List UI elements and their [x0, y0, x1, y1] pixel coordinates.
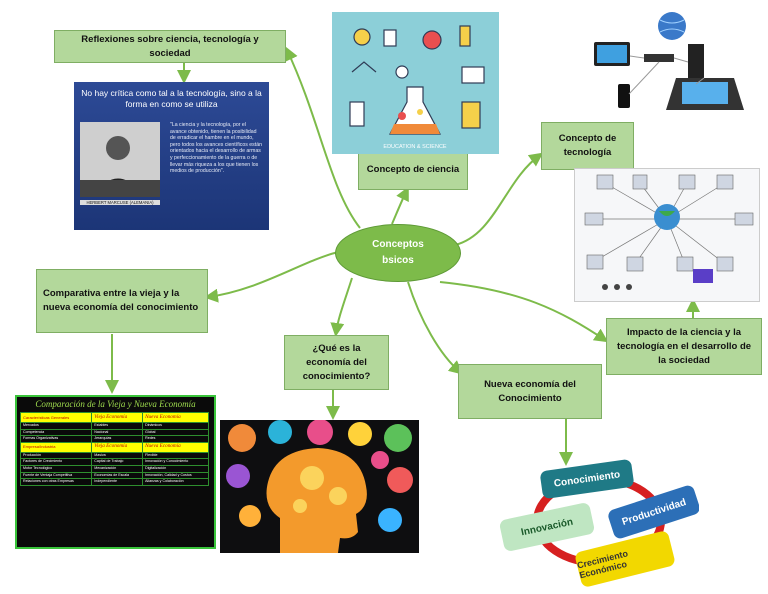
topic-reflexiones[interactable]: Reflexiones sobre ciencia, tecnología y …: [54, 30, 286, 63]
table-header-cell: Empresa/Industria: [19, 441, 93, 453]
table-cell: Mecanización: [91, 464, 144, 473]
link-tecnologia: [454, 152, 544, 246]
table-cell: Mercados: [19, 422, 93, 430]
quote-headline: No hay crítica como tal a la tecnología,…: [81, 88, 262, 109]
comparison-table-image: Comparación de la Vieja y Nueva Economía…: [15, 395, 216, 549]
comparison-title: Comparación de la Vieja y Nueva Economía: [35, 399, 196, 409]
topic-concepto-ciencia-label: Concepto de ciencia: [366, 164, 460, 175]
central-topic-line2: bsicos: [382, 255, 414, 266]
link-ciencia: [391, 186, 409, 225]
table-cell: Capital de Trabajo: [91, 458, 144, 466]
table-cell: Relaciones con otras Empresas: [19, 478, 93, 486]
marcuse-quote-image: No hay crítica como tal a la tecnología,…: [74, 82, 269, 230]
topic-que-es[interactable]: ¿Qué es la economía del conocimiento?: [284, 335, 389, 390]
topic-impacto-label: Impacto de la ciencia y la tecnología en…: [616, 326, 752, 366]
table-cell: Redes: [142, 435, 209, 443]
table-header-cell: Vieja Economía: [91, 412, 144, 423]
table-cell: Flexible: [142, 451, 209, 460]
technology-devices-image: [584, 6, 754, 122]
link-reflexiones: [284, 46, 361, 229]
science-icons: EDUCATION & SCIENCE: [349, 25, 485, 150]
central-topic-line1: Conceptos: [372, 239, 424, 250]
central-topic[interactable]: Conceptos bsicos: [335, 224, 461, 282]
topic-concepto-tecnologia[interactable]: Concepto de tecnología: [541, 122, 634, 170]
table-cell: Formas Organizativas: [19, 435, 93, 443]
science-caption: EDUCATION & SCIENCE: [383, 144, 446, 150]
table-cell: Innovación, Calidad y Costos: [142, 471, 209, 480]
link-nueva: [407, 281, 464, 375]
table-cell: Fuente de Ventaja Competitiva: [19, 471, 93, 480]
table-cell: Independiente: [91, 478, 144, 486]
table-cell: Competencia: [19, 428, 93, 437]
network-impact-image: [574, 168, 760, 302]
table-cell: Digitalización: [142, 464, 209, 473]
table-cell: Factores de Crecimiento: [19, 458, 93, 466]
table-cell: Masiva: [91, 451, 144, 460]
knowledge-head-image: [220, 420, 419, 553]
table-cell: Alianzas y Colaboración: [142, 478, 209, 486]
topic-nueva-economia[interactable]: Nueva economía del Conocimiento: [458, 364, 602, 419]
table-cell: Jerarquías: [91, 435, 144, 443]
table-header-row: Características Generales Vieja Economía…: [19, 412, 209, 423]
table-cell: Nacional: [91, 428, 144, 437]
topic-que-es-label: ¿Qué es la economía del conocimiento?: [302, 342, 371, 382]
quote-caption: HERBERT MARCUSE (ALEMANIA): [80, 200, 160, 205]
table-cell: Dinámicos: [142, 422, 209, 430]
science-illustration: EDUCATION & SCIENCE: [332, 12, 499, 154]
table-cell: Economías de Escala: [91, 471, 144, 480]
quote-body: "La ciencia y la tecnología, por el avan…: [170, 122, 262, 175]
table-header-cell: Vieja Economía: [91, 441, 144, 453]
comparison-table: Características Generales Vieja Economía…: [19, 412, 209, 486]
topic-comparativa[interactable]: Comparativa entre la vieja y la nueva ec…: [36, 269, 208, 333]
economy-cycle-diagram: Conocimiento Productividad Crecimiento E…: [499, 459, 699, 589]
topic-impacto[interactable]: Impacto de la ciencia y la tecnología en…: [606, 318, 762, 375]
table-cell: Estables: [91, 422, 144, 430]
marcuse-portrait: [80, 122, 160, 197]
table-header-cell: Características Generales: [19, 412, 93, 423]
table-cell: Innovación y Conocimiento: [142, 458, 209, 466]
topic-nueva-economia-label: Nueva economía del Conocimiento: [484, 378, 576, 404]
table-header-cell: Nueva Economía: [142, 441, 209, 453]
link-que-es: [330, 277, 353, 337]
link-impacto: [439, 281, 609, 343]
link-comparativa: [204, 251, 339, 303]
topic-concepto-tecnologia-label: Concepto de tecnología: [558, 133, 617, 158]
table-cell: Global: [142, 428, 209, 437]
table-cell: Producción: [19, 451, 93, 460]
topic-comparativa-label: Comparativa entre la vieja y la nueva ec…: [43, 288, 199, 313]
table-header-cell: Nueva Economía: [142, 412, 209, 423]
topic-reflexiones-label: Reflexiones sobre ciencia, tecnología y …: [81, 33, 259, 59]
table-cell: Motor Tecnológico: [19, 464, 93, 473]
topic-concepto-ciencia[interactable]: Concepto de ciencia: [358, 150, 468, 190]
table-header-row: Empresa/Industria Vieja Economía Nueva E…: [19, 441, 209, 453]
